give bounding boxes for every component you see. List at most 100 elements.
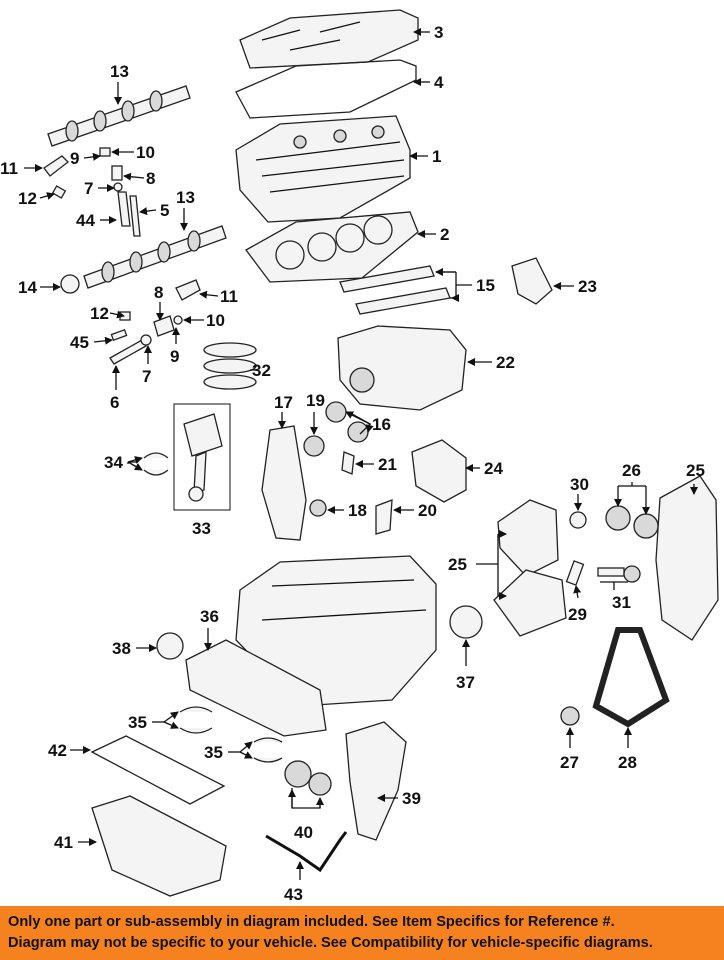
- oil-pump-part: [345, 721, 407, 841]
- svg-text:2: 2: [440, 225, 449, 244]
- callout-8-upper: 8: [123, 169, 155, 188]
- callout-13-lower: 13: [176, 188, 195, 231]
- svg-text:25: 25: [686, 461, 705, 480]
- callout-44: 44: [76, 211, 117, 230]
- piston-rings-part: [203, 342, 257, 390]
- callout-30: 30: [570, 475, 589, 511]
- sprocket-26b-part: [633, 513, 659, 539]
- valvetrain-upper-parts: [43, 147, 141, 237]
- callout-2: 2: [417, 225, 449, 244]
- camshaft-upper-part: [47, 85, 191, 147]
- sprocket-26a-part: [605, 505, 631, 531]
- svg-text:43: 43: [284, 885, 303, 904]
- callout-11-upper: 11: [0, 159, 43, 178]
- callout-14: 14: [18, 278, 61, 297]
- svg-text:11: 11: [220, 287, 238, 306]
- svg-text:8: 8: [146, 169, 155, 188]
- svg-text:35: 35: [204, 743, 223, 762]
- sprocket-18-part: [309, 499, 327, 517]
- svg-text:9: 9: [170, 347, 179, 366]
- valvetrain-lower-parts: [109, 279, 201, 365]
- svg-text:44: 44: [76, 211, 95, 230]
- svg-text:17: 17: [274, 393, 293, 412]
- callout-12-lower: 12: [90, 304, 125, 323]
- callout-6: 6: [110, 365, 120, 412]
- svg-text:40: 40: [294, 823, 313, 842]
- svg-text:1: 1: [432, 147, 441, 166]
- svg-text:37: 37: [456, 673, 475, 692]
- callout-24: 24: [465, 459, 503, 478]
- callout-37: 37: [456, 639, 475, 692]
- cylinder-head-part: [235, 115, 411, 223]
- tensioner-21-part: [341, 451, 355, 475]
- svg-text:27: 27: [560, 753, 579, 772]
- callout-19: 19: [306, 391, 325, 435]
- camshaft-lower-part: [83, 225, 227, 289]
- svg-text:30: 30: [570, 475, 589, 494]
- callout-9-upper: 9: [70, 149, 101, 168]
- idler-pulley-part: [560, 706, 580, 726]
- callout-17: 17: [274, 393, 293, 429]
- svg-text:9: 9: [70, 149, 79, 168]
- callout-29: 29: [568, 585, 587, 624]
- svg-text:19: 19: [306, 391, 325, 410]
- sprocket-16a-part: [325, 401, 347, 423]
- svg-text:16: 16: [372, 415, 391, 434]
- callout-39: 39: [377, 789, 421, 808]
- svg-text:39: 39: [402, 789, 421, 808]
- cover-plate-24-part: [411, 439, 467, 503]
- svg-text:23: 23: [578, 277, 597, 296]
- disclaimer-banner: Only one part or sub-assembly in diagram…: [0, 906, 724, 960]
- svg-text:8: 8: [154, 283, 163, 302]
- disclaimer-line-1: Only one part or sub-assembly in diagram…: [8, 914, 615, 930]
- svg-text:24: 24: [484, 459, 503, 478]
- svg-text:7: 7: [142, 367, 151, 386]
- svg-text:18: 18: [348, 501, 367, 520]
- disclaimer-line-2: Diagram may not be specific to your vehi…: [8, 935, 653, 951]
- callout-11-lower: 11: [199, 287, 238, 306]
- callout-7-upper: 7: [84, 179, 115, 198]
- callout-7-lower: 7: [142, 345, 152, 386]
- callout-22: 22: [467, 353, 515, 372]
- piston-assembly-part: [173, 403, 231, 511]
- timing-cover-lower-part: [493, 569, 567, 637]
- callout-10-upper: 10: [111, 143, 155, 162]
- engine-exploded-diagram: 1 2 3 4 13 13 11 9 10 8 7 12: [0, 9, 719, 904]
- callout-35-right: 35: [204, 741, 253, 762]
- svg-text:42: 42: [48, 741, 67, 760]
- callout-13-upper: 13: [110, 62, 129, 105]
- callout-20: 20: [393, 501, 437, 520]
- svg-text:12: 12: [90, 304, 109, 323]
- callout-42: 42: [48, 741, 91, 760]
- callout-36: 36: [200, 607, 219, 651]
- svg-text:36: 36: [200, 607, 219, 626]
- callout-33: 33: [192, 519, 211, 538]
- callout-25-left: 25: [448, 530, 507, 600]
- callout-10-lower: 10: [183, 311, 225, 330]
- callout-16: 16: [345, 411, 391, 435]
- svg-text:29: 29: [568, 605, 587, 624]
- sprocket-19-part: [303, 435, 325, 457]
- svg-text:10: 10: [206, 311, 225, 330]
- timing-cover-right-part: [655, 475, 719, 641]
- sensor-29-part: [565, 560, 585, 586]
- crankshaft-part: [185, 639, 327, 737]
- callout-4: 4: [413, 73, 444, 92]
- callout-45: 45: [70, 333, 113, 352]
- svg-text:22: 22: [496, 353, 515, 372]
- callout-23: 23: [553, 277, 597, 296]
- callout-27: 27: [560, 727, 579, 772]
- oil-pan-gasket-part: [90, 735, 226, 805]
- svg-text:5: 5: [160, 201, 169, 220]
- rod-bearing-part: [143, 452, 169, 476]
- head-gasket-part: [245, 211, 419, 283]
- svg-text:12: 12: [18, 189, 37, 208]
- callout-38: 38: [112, 639, 157, 658]
- sensor-30-part: [569, 511, 587, 529]
- svg-text:20: 20: [418, 501, 437, 520]
- svg-text:6: 6: [110, 393, 119, 412]
- tensioner-20-part: [375, 499, 393, 535]
- chain-guide-part: [261, 425, 307, 541]
- svg-text:4: 4: [434, 73, 444, 92]
- callout-32: 32: [250, 361, 271, 380]
